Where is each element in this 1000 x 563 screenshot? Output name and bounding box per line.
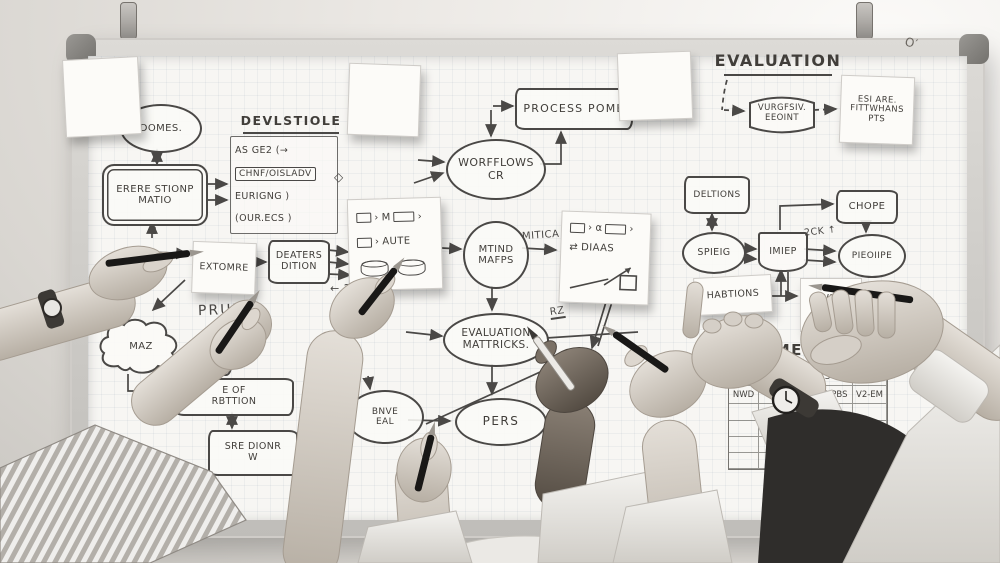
node-worfflows: WORFFLOWS CR xyxy=(446,139,546,200)
node-label: MATIO xyxy=(138,195,172,206)
node-label: IMIEP xyxy=(769,245,797,257)
node-label: PROCESS POME xyxy=(523,101,625,115)
node-label: DOMES. xyxy=(139,122,183,134)
node-mtind-mafps: MTIND MAFPS xyxy=(463,221,529,289)
node-vurgfsiv-banner: VURGFSIV. EEOINT xyxy=(747,93,817,135)
banner-shape xyxy=(749,96,815,134)
arm-right-pen xyxy=(800,280,1000,563)
node-label: SPIEIG xyxy=(697,246,731,258)
node-label: E OF xyxy=(222,385,246,397)
metrices-cell xyxy=(729,437,759,453)
node-label: SRE DIONR xyxy=(224,441,282,453)
section-title: DEVLSTIOLE xyxy=(240,113,342,128)
sticky-note-diaas: › α › ⇄ DIAAS xyxy=(558,210,652,306)
shirt-cuff xyxy=(612,489,733,563)
pen xyxy=(105,249,204,267)
node-label: W xyxy=(248,452,258,463)
pointing-finger xyxy=(682,281,704,339)
node-label: MAFPS xyxy=(478,255,514,266)
cloud-shape xyxy=(99,318,178,374)
node-label: DEATERS xyxy=(275,250,323,262)
node-maz-cloud: MAZ xyxy=(96,316,186,378)
section-title: EVALUATION xyxy=(714,51,842,71)
node-deaters-dition: DEATERS DITION xyxy=(268,240,330,284)
node-label-part: EVALUATION xyxy=(461,327,531,340)
node-label: EEOINT xyxy=(765,113,799,123)
node-label: WORFFLOWS xyxy=(458,156,534,170)
node-label: MTIND xyxy=(478,243,514,255)
glyph: ◇ xyxy=(334,170,344,184)
metrices-cell: NWD xyxy=(729,386,759,404)
evaluation-title: EVALUATION xyxy=(715,50,840,76)
arm-striped-sleeve xyxy=(0,290,272,563)
node-label: BNVE xyxy=(371,406,399,417)
pen xyxy=(414,421,435,492)
pen-white xyxy=(526,326,575,391)
node-label: CHOPE xyxy=(848,201,886,213)
list-item: (OUR.ECS ) xyxy=(235,212,292,224)
node-label: ERERE STIONP xyxy=(116,183,194,195)
node-label: DELTIONS xyxy=(693,189,741,200)
arm-bottom-center xyxy=(357,421,473,563)
shirt-cuff xyxy=(357,510,473,563)
node-pieoiipe: PIEOIIPE xyxy=(838,234,906,278)
node-chope: CHOPE xyxy=(836,190,898,224)
node-label: DITION xyxy=(281,261,317,272)
node-label: VURGFSIV. xyxy=(757,103,807,114)
striped-sleeve xyxy=(0,424,247,563)
thumb xyxy=(810,335,862,365)
node-deltions: DELTIONS xyxy=(684,176,750,214)
metrices-cell: V2-EM xyxy=(853,386,887,404)
list-item: EURIGNG ) xyxy=(235,191,290,203)
node-evaluation-mattricks: EVALUATION MATTRICKS. xyxy=(443,313,549,367)
node-label: CR xyxy=(487,168,505,182)
pen xyxy=(215,290,260,354)
node-label: EVALUATION xyxy=(461,327,531,340)
list-item-boxed: CHNF/OISLADV xyxy=(235,167,316,182)
metrices-cell xyxy=(729,453,759,469)
node-label: PIEOIIPE xyxy=(851,250,893,261)
devlstole-list: AS GE2 (→ CHNF/OISLADV EURIGNG ) (OUR.EC… xyxy=(230,136,338,234)
list-item-label: CHNF/OISLADV xyxy=(239,169,312,180)
mini-chart-doodle xyxy=(569,266,638,291)
devlstole-title: DEVLSTIOLE xyxy=(240,112,342,134)
arm-left-watch xyxy=(0,245,204,361)
metrices-cell xyxy=(729,421,759,437)
arm-center-left xyxy=(282,257,405,563)
node-label: MAZ xyxy=(129,341,153,353)
node-bnve-eal: BNVE EAL xyxy=(346,390,424,444)
pen xyxy=(358,257,405,316)
arm-center-right xyxy=(602,325,733,563)
node-label: EAL xyxy=(375,417,395,427)
list-item: AS GE2 (→ xyxy=(235,144,289,156)
watch-face xyxy=(42,298,62,318)
node-label: PERS xyxy=(482,414,520,429)
node-process-pome: PROCESS POME xyxy=(515,88,633,130)
node-label: RBTTION xyxy=(211,396,257,407)
node-label: MATTRICKS. xyxy=(462,339,530,351)
pen xyxy=(602,325,669,373)
diamond-connector-glyph: ◇ xyxy=(334,170,344,184)
node-sre-dionr: SRE DIONR W xyxy=(208,430,298,476)
